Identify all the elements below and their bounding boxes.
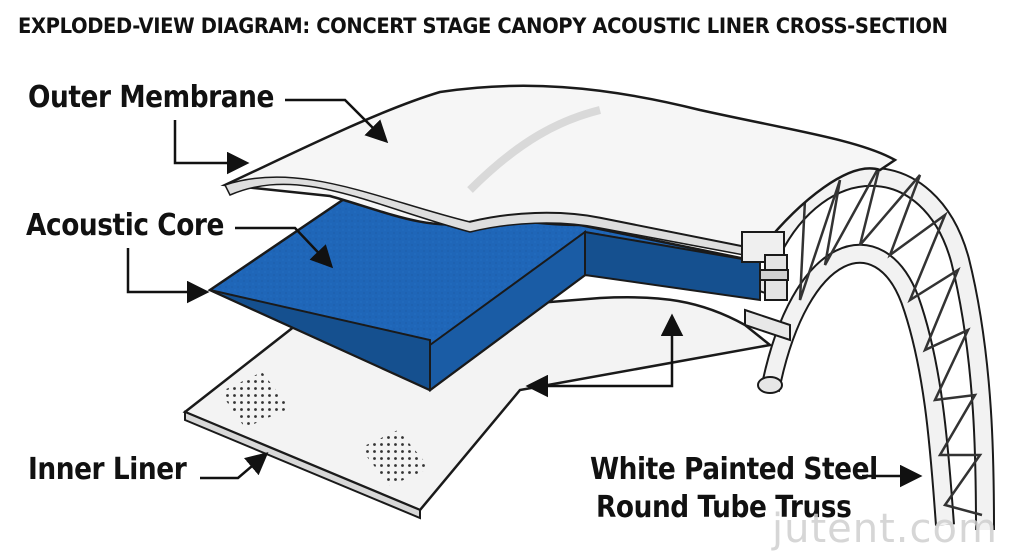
outer-membrane-arrow [285, 98, 389, 144]
diagram-title: EXPLODED-VIEW DIAGRAM: CONCERT STAGE CAN… [18, 14, 948, 38]
inner-liner-label: Inner Liner [28, 452, 187, 487]
outer-membrane-label: Outer Membrane [28, 80, 274, 115]
inner-liner-layer [182, 295, 773, 520]
inner-liner-arrow-2 [525, 350, 674, 398]
acoustic-core-label: Acoustic Core [26, 208, 224, 243]
inner-liner-arrow [200, 452, 269, 480]
clamp-bracket [741, 231, 791, 342]
outer-membrane-arrow-2 [173, 120, 250, 175]
acoustic-core-arrow-2 [126, 248, 210, 304]
acoustic-core-arrow [235, 226, 334, 269]
leader-lines [126, 98, 923, 488]
truss-label-line2: Round Tube Truss [596, 490, 852, 525]
truss-label-line1: White Painted Steel [590, 452, 878, 487]
watermark: jutent.com [772, 506, 998, 552]
outer-membrane-layer [220, 84, 898, 259]
